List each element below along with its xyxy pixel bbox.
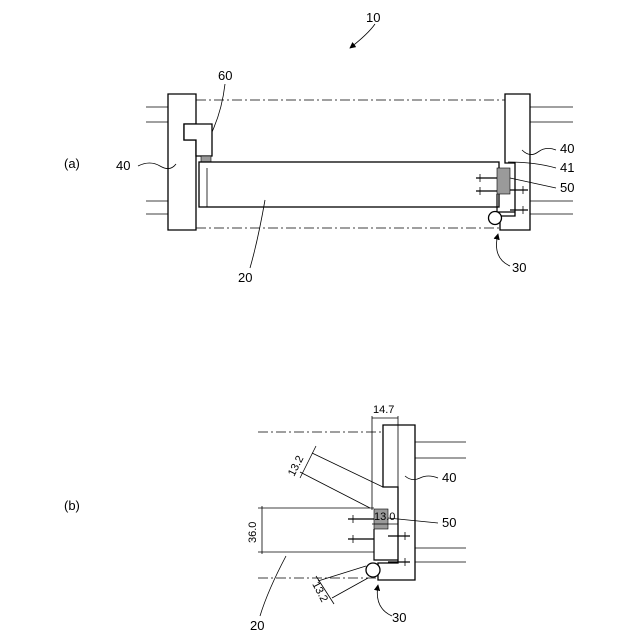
panel-20 (199, 162, 499, 207)
dim-label-13-2-lower: 13.2 (309, 580, 330, 605)
label-41: 41 (560, 160, 574, 175)
dim-13-0: 13.0 (372, 511, 398, 524)
left-frame-40 (168, 94, 196, 230)
frame-40-b (378, 425, 415, 580)
wall-lines-b (415, 442, 466, 562)
leader-30 (497, 234, 511, 266)
hinge-30 (489, 212, 502, 225)
label-60: 60 (218, 68, 232, 83)
dim-13-2-lower: 13.2 (309, 566, 368, 604)
leader-30-b (377, 585, 392, 616)
screws-b-left (348, 515, 374, 543)
hinge-bracket (497, 194, 515, 212)
hinge-bracket-b (374, 529, 398, 560)
label-50-b: 50 (442, 515, 456, 530)
dim-label-13-2-upper: 13.2 (286, 454, 306, 479)
figure-arrow (350, 24, 375, 48)
wall-lines-left (146, 107, 168, 214)
label-20: 20 (238, 270, 252, 285)
label-40-left: 40 (116, 158, 130, 173)
leader-60 (212, 84, 225, 132)
figure-reference: 10 (350, 10, 380, 48)
dim-13-2-upper: 13.2 (286, 446, 383, 508)
label-30-b: 30 (392, 610, 406, 625)
dim-label-36-0: 36.0 (247, 522, 259, 543)
label-40-right: 40 (560, 141, 574, 156)
dim-label-13-0: 13.0 (374, 511, 395, 523)
panel-b-label: (b) (64, 498, 80, 513)
pad-50 (497, 168, 510, 194)
dim-label-14-7: 14.7 (373, 404, 394, 416)
label-30: 30 (512, 260, 526, 275)
hinge-30-b (366, 563, 380, 577)
panel-a-label: (a) (64, 156, 80, 171)
hook-contact (201, 156, 211, 162)
figure-number: 10 (366, 10, 380, 25)
leader-20-b (260, 556, 286, 616)
label-40-b: 40 (442, 470, 456, 485)
label-20-b: 20 (250, 618, 264, 633)
panel-b: (b) (64, 404, 466, 633)
leader-20 (250, 200, 265, 268)
label-50: 50 (560, 180, 574, 195)
panel-a: (a) (64, 68, 574, 285)
dim-36-0: 36.0 (247, 506, 374, 554)
